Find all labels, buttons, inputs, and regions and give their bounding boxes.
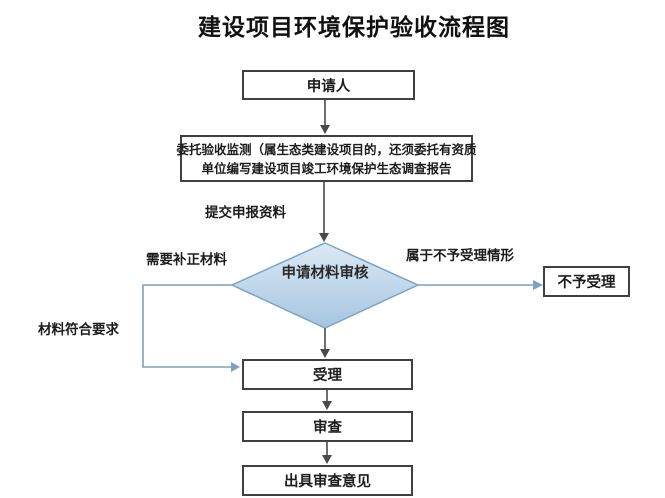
node-reject-label: 不予受理 (557, 275, 616, 291)
node-examine-label: 审查 (313, 420, 342, 436)
arrowhead-review-to-reject (533, 280, 543, 290)
node-accept-label: 受理 (313, 368, 342, 384)
node-entrust-line2: 单位编写建设项目竣工环境保护生态调查报告 (201, 160, 452, 176)
node-issue-opinion: 出具审查意见 (242, 465, 413, 496)
edge-label-not-acceptable-case: 属于不予受理情形 (406, 248, 514, 264)
arrowhead-entrust-to-review (319, 233, 329, 242)
arrowhead-accept-to-examine (322, 401, 332, 410)
arrowhead-applicant-to-entrust (320, 125, 330, 134)
node-reject: 不予受理 (543, 266, 630, 297)
node-entrust-monitoring: 委托验收监测（属生态类建设项目的，还须委托有资质 单位编写建设项目竣工环境保护生… (177, 135, 477, 182)
node-applicant-label: 申请人 (306, 78, 351, 95)
node-issue-opinion-label: 出具审查意见 (284, 474, 371, 490)
arrowhead-review-to-accept (320, 349, 330, 358)
arrowhead-correction-loop (231, 362, 240, 372)
arrowhead-examine-to-opinion (322, 455, 332, 464)
node-examine: 审查 (242, 411, 413, 442)
edge-label-materials-meet-requirements: 材料符合要求 (38, 322, 119, 338)
node-accept: 受理 (242, 359, 413, 390)
decision-diamond-shape (230, 242, 420, 329)
edge-label-submit-materials: 提交申报资料 (205, 205, 286, 221)
page-title: 建设项目环境保护验收流程图 (198, 15, 510, 41)
edge-label-need-correction: 需要补正材料 (146, 252, 227, 268)
node-entrust-line1: 委托验收监测（属生态类建设项目的，还须委托有资质 (176, 141, 477, 157)
arrow-correction-loop (142, 284, 232, 368)
node-applicant: 申请人 (242, 70, 415, 100)
node-review-decision-label: 申请材料审核 (281, 265, 369, 282)
